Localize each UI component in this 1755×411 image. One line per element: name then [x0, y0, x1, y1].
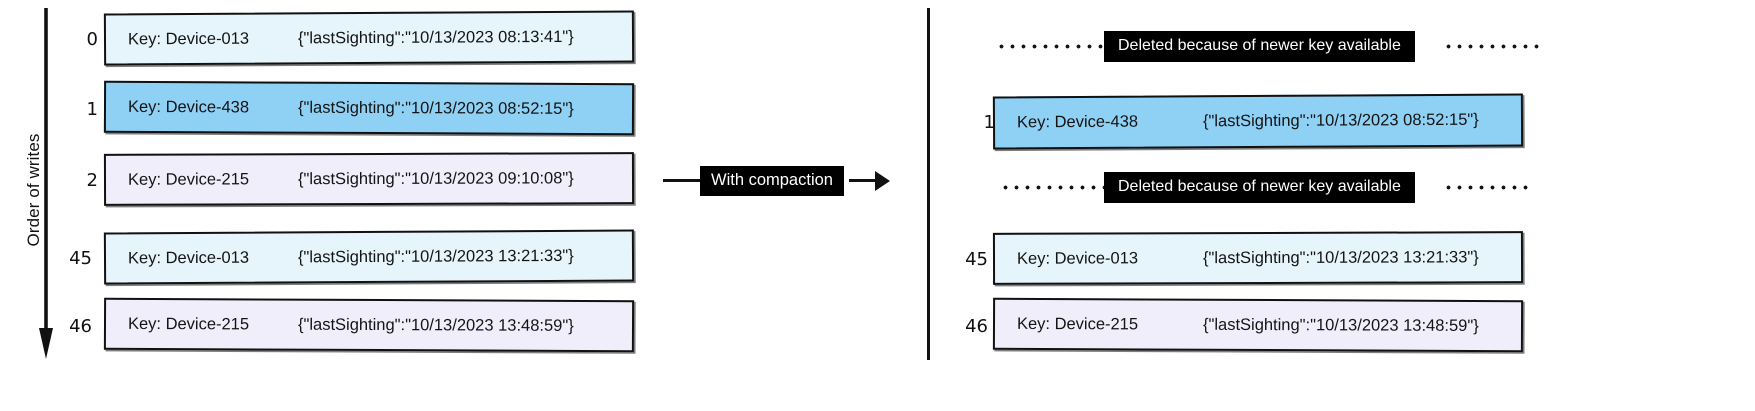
order-of-writes-arrow-icon	[38, 6, 54, 360]
right-record-1: Key: Device-438 {"lastSighting":"10/13/2…	[992, 93, 1524, 150]
left-record-index-0: 0	[86, 29, 98, 50]
deleted-note-2: Deleted because of newer key available	[1104, 172, 1415, 203]
right-record-46: Key: Device-215 {"lastSighting":"10/13/2…	[992, 297, 1524, 353]
right-record-index-46: 46	[965, 316, 988, 337]
compaction-arrow-shaft	[849, 179, 877, 183]
deleted-note-1: Deleted because of newer key available	[1104, 31, 1415, 62]
left-record-45-value: {"lastSighting":"10/13/2023 13:21:33"}	[297, 246, 574, 266]
left-record-2: Key: Device-215 {"lastSighting":"10/13/2…	[103, 152, 635, 206]
right-record-46-key: Key: Device-215	[1016, 314, 1139, 333]
right-record-1-key: Key: Device-438	[1016, 112, 1139, 132]
deleted-dots-right-1	[1443, 44, 1543, 49]
left-record-1-key: Key: Device-438	[127, 97, 250, 116]
right-record-index-1: 1	[983, 112, 995, 133]
left-record-0-value: {"lastSighting":"10/13/2023 08:13:41"}	[297, 27, 574, 47]
deleted-dots-right-2	[1443, 185, 1533, 190]
left-record-2-key: Key: Device-215	[127, 169, 250, 189]
right-record-index-45: 45	[965, 249, 988, 270]
left-record-2-value: {"lastSighting":"10/13/2023 09:10:08"}	[297, 168, 574, 188]
right-record-45-key: Key: Device-013	[1016, 248, 1139, 268]
compaction-connector-line	[663, 179, 705, 183]
left-record-45-key: Key: Device-013	[127, 248, 250, 267]
left-record-index-2: 2	[86, 170, 98, 191]
right-record-1-value: {"lastSighting":"10/13/2023 08:52:15"}	[1202, 110, 1479, 131]
left-record-1-value: {"lastSighting":"10/13/2023 08:52:15"}	[297, 98, 574, 118]
left-record-0-key: Key: Device-013	[127, 29, 250, 48]
left-record-index-46: 46	[69, 316, 92, 337]
with-compaction-label: With compaction	[700, 166, 844, 196]
right-record-45-value: {"lastSighting":"10/13/2023 13:21:33"}	[1202, 247, 1479, 267]
left-record-1: Key: Device-438 {"lastSighting":"10/13/2…	[103, 80, 635, 136]
compaction-arrow-icon	[875, 171, 890, 191]
panel-divider	[927, 8, 930, 360]
deleted-dots-left-2	[1000, 185, 1108, 190]
deleted-dots-left-1	[996, 44, 1106, 49]
right-record-45: Key: Device-013 {"lastSighting":"10/13/2…	[992, 231, 1524, 285]
left-record-45: Key: Device-013 {"lastSighting":"10/13/2…	[103, 229, 635, 285]
left-record-0: Key: Device-013 {"lastSighting":"10/13/2…	[103, 10, 635, 66]
left-record-index-45: 45	[69, 248, 92, 269]
left-record-46-value: {"lastSighting":"10/13/2023 13:48:59"}	[297, 315, 574, 335]
left-record-46-key: Key: Device-215	[127, 314, 250, 333]
right-record-46-value: {"lastSighting":"10/13/2023 13:48:59"}	[1202, 315, 1479, 335]
left-record-46: Key: Device-215 {"lastSighting":"10/13/2…	[103, 297, 635, 353]
left-record-index-1: 1	[86, 99, 98, 120]
